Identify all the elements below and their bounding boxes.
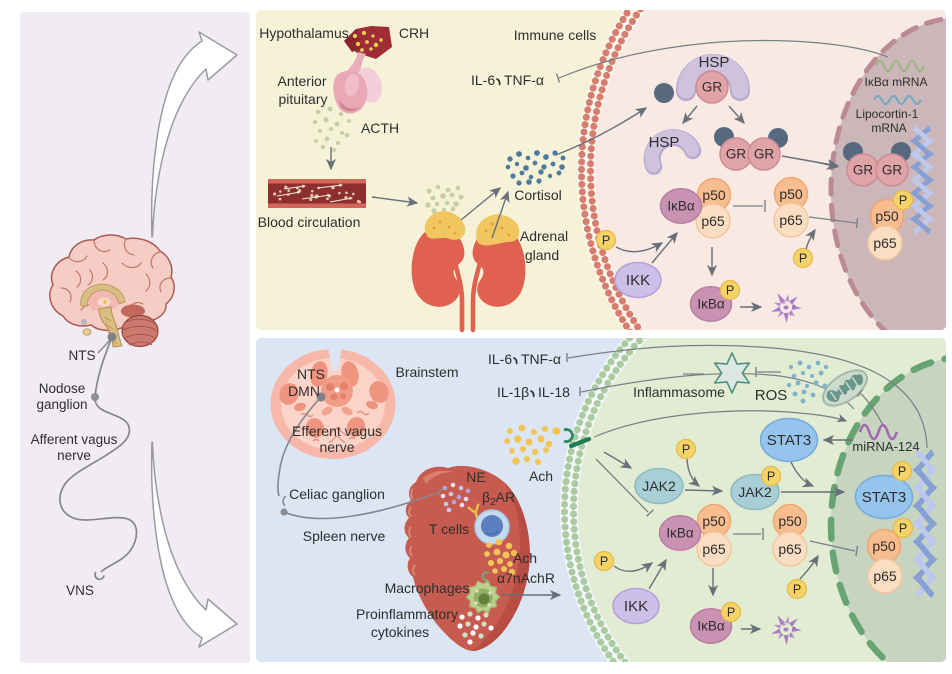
svg-text:NTS: NTS [69, 348, 96, 363]
svg-text:Anterior: Anterior [277, 73, 326, 89]
svg-text:pituitary: pituitary [278, 91, 327, 107]
svg-text:gland: gland [525, 247, 559, 263]
svg-text:CRH: CRH [399, 25, 429, 41]
svg-text:Ach: Ach [529, 468, 553, 484]
svg-text:Inflammasome: Inflammasome [633, 384, 725, 400]
svg-text:Brainstem: Brainstem [395, 364, 458, 380]
svg-text:TNF-α: TNF-α [521, 351, 561, 367]
svg-text:IL-6: IL-6 [471, 72, 495, 88]
svg-text:IL-6: IL-6 [488, 351, 512, 367]
svg-text:nerve: nerve [57, 448, 91, 463]
svg-text:NTS: NTS [297, 366, 325, 382]
svg-text:ganglion: ganglion [36, 397, 87, 412]
svg-text:Blood circulation: Blood circulation [258, 214, 361, 230]
svg-text:Ach: Ach [513, 550, 537, 566]
svg-text:Spleen nerve: Spleen nerve [303, 528, 386, 544]
svg-text:α7nAchR: α7nAchR [497, 570, 555, 586]
svg-text:HSP: HSP [699, 54, 730, 71]
svg-text:TNF-α: TNF-α [504, 72, 544, 88]
svg-text:Cortisol: Cortisol [514, 187, 561, 203]
svg-text:Celiac ganglion: Celiac ganglion [289, 486, 385, 502]
svg-text:mRNA: mRNA [871, 121, 906, 135]
svg-text:Proinflammatory: Proinflammatory [356, 606, 458, 622]
svg-text:Adrenal: Adrenal [520, 228, 568, 244]
svg-text:Hypothalamus: Hypothalamus [259, 25, 349, 41]
svg-text:VNS: VNS [66, 583, 94, 598]
svg-text:Afferent vagus: Afferent vagus [31, 432, 118, 447]
svg-text:Efferent vagus: Efferent vagus [292, 423, 382, 439]
svg-text:nerve: nerve [319, 439, 354, 455]
svg-text:Lipocortin-1: Lipocortin-1 [856, 107, 919, 121]
svg-text:IκBα mRNA: IκBα mRNA [865, 75, 928, 89]
svg-text:Immune cells: Immune cells [514, 27, 596, 43]
svg-text:HSP: HSP [649, 134, 680, 151]
svg-text:Nodose: Nodose [39, 381, 86, 396]
svg-text:Macrophages: Macrophages [385, 580, 470, 596]
svg-text:NE: NE [466, 469, 485, 485]
svg-text:ROS: ROS [755, 387, 788, 404]
svg-text:ACTH: ACTH [361, 120, 399, 136]
svg-text:T cells: T cells [429, 521, 469, 537]
svg-text:DMN: DMN [288, 383, 320, 399]
svg-text:IL-18: IL-18 [538, 384, 570, 400]
svg-text:IL-1β: IL-1β [497, 384, 529, 400]
svg-text:cytokines: cytokines [371, 624, 429, 640]
svg-text:miRNA-124: miRNA-124 [852, 439, 919, 454]
